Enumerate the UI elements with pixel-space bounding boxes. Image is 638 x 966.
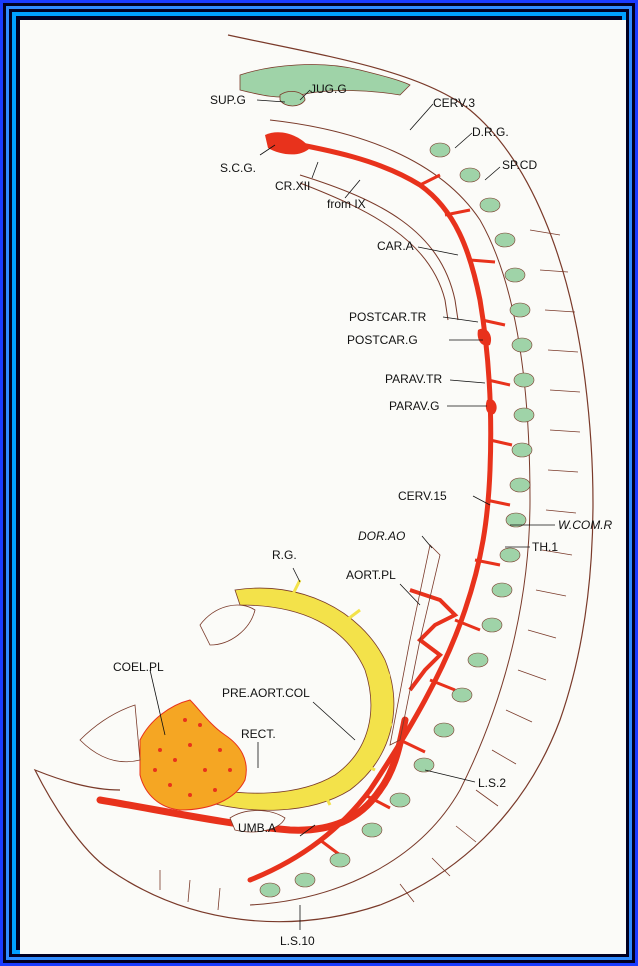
- label-drg: D.R.G.: [472, 125, 509, 139]
- label-umb-a: UMB.A: [238, 821, 276, 835]
- sympathetic-chain-branches: [320, 175, 512, 855]
- label-postcar-g: POSTCAR.G: [347, 333, 418, 347]
- lower-coil: [80, 705, 140, 762]
- head-cap: [200, 605, 255, 645]
- label-ls10: L.S.10: [280, 934, 315, 948]
- postcar-ganglion: [478, 329, 491, 346]
- label-cr-xii: CR.XII: [275, 179, 310, 193]
- label-th1: TH.1: [532, 540, 558, 554]
- label-pre-aort-col: PRE.AORT.COL: [222, 686, 310, 700]
- label-rect: RECT.: [241, 727, 276, 741]
- label-from-ix: from IX: [327, 197, 366, 211]
- label-ls2: L.S.2: [478, 776, 506, 790]
- label-rg: R.G.: [272, 548, 297, 562]
- label-parav-tr: PARAV.TR: [385, 372, 442, 386]
- label-postcar-tr: POSTCAR.TR: [349, 310, 427, 324]
- label-sp-cd: SP.CD: [502, 158, 537, 172]
- label-aort-pl: AORT.PL: [346, 568, 396, 582]
- superior-cervical-ganglion: [265, 132, 310, 154]
- label-cerv3: CERV.3: [433, 96, 475, 110]
- label-sup-g: SUP.G: [210, 93, 246, 107]
- aortic-plexus: [410, 590, 455, 690]
- label-dor-ao: DOR.AO: [358, 529, 405, 543]
- label-coel-pl: COEL.PL: [113, 660, 164, 674]
- label-parav-g: PARAV.G: [389, 399, 439, 413]
- coeliac-plexus: [140, 700, 246, 810]
- label-w-com-r: W.COM.R: [558, 518, 613, 532]
- label-scg: S.C.G.: [220, 161, 256, 175]
- label-jug-g: JUG.G: [310, 82, 347, 96]
- label-car-a: CAR.A: [377, 239, 414, 253]
- paravertebral-ganglion: [486, 399, 497, 414]
- label-cerv15: CERV.15: [398, 489, 447, 503]
